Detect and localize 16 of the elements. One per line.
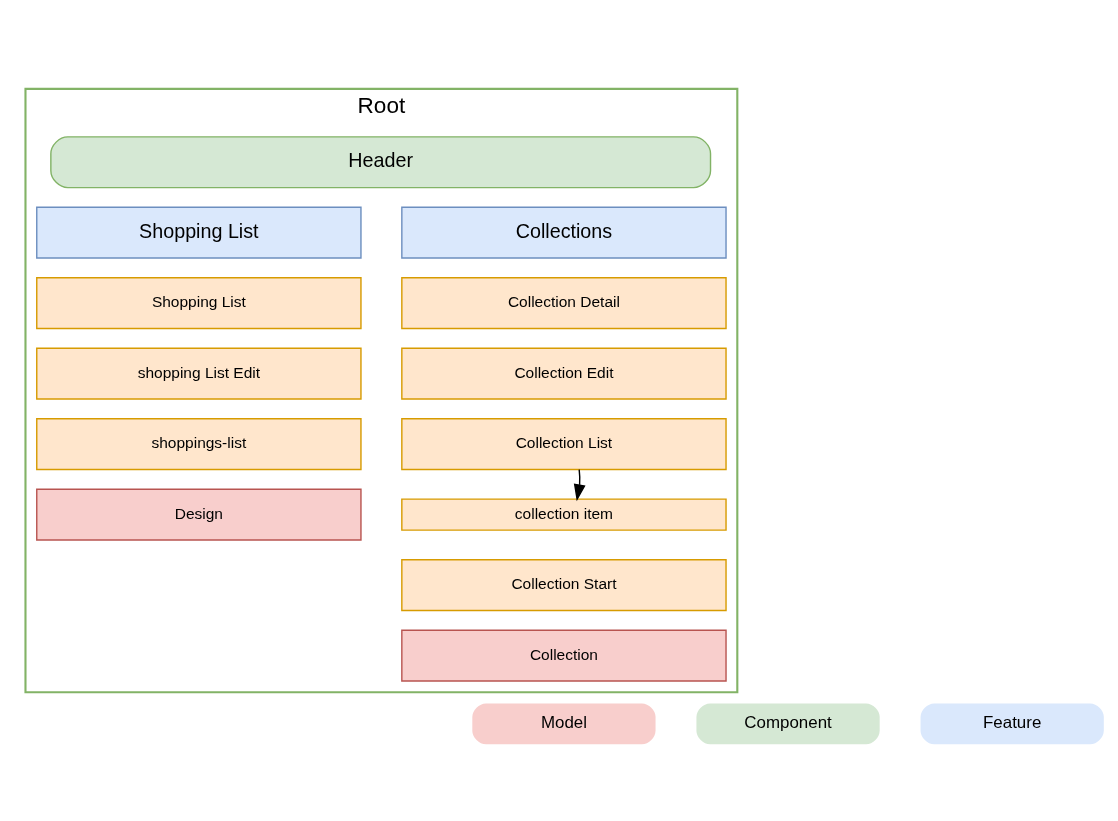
node-box: Header [50,135,712,188]
node-box: shoppings-list [36,417,362,470]
node-box: collection item [401,497,727,531]
node-box: Collection Start [401,558,727,611]
node-box: Shopping List [36,276,362,329]
legend-label: Component [744,712,832,732]
node-box: Collection [401,629,727,682]
node-box: Collection Detail [401,276,727,329]
node-box: Collections [401,206,727,259]
node-box: Shopping List [36,206,362,259]
node-box: Design [36,488,362,541]
node-box: shopping List Edit [36,347,362,400]
legend-label: Feature [983,712,1042,732]
node-box: Collection List [401,417,727,470]
legend-label: Model [540,712,587,732]
node-box: Collection Edit [401,347,727,400]
